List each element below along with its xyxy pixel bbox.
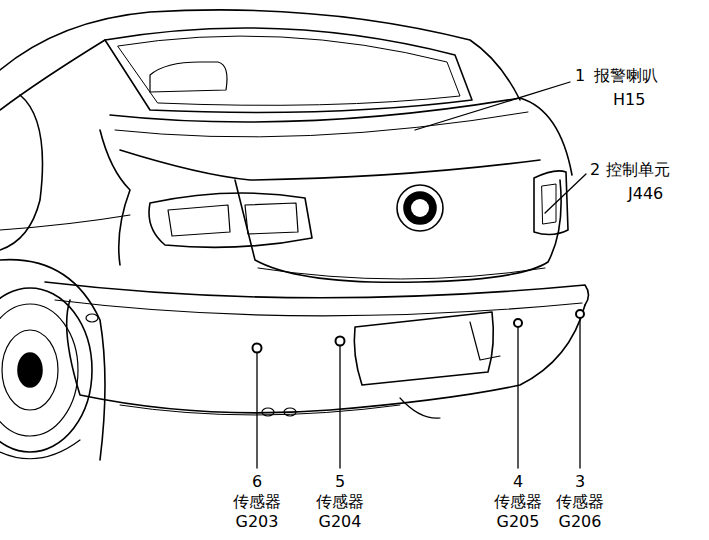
part-name: 传感器 (233, 492, 281, 512)
part-name: 控制单元 (606, 160, 670, 180)
part-name: 传感器 (556, 492, 604, 512)
callout-number: 3 (575, 472, 585, 492)
part-code: J446 (628, 184, 663, 204)
part-name: 传感器 (494, 492, 542, 512)
callout-number: 2 (590, 160, 600, 180)
part-name: 报警喇叭 (594, 66, 658, 86)
part-code: G206 (559, 512, 602, 532)
part-name: 传感器 (316, 492, 364, 512)
part-code: G203 (236, 512, 279, 532)
callout-number: 6 (252, 472, 262, 492)
callout-number: 1 (575, 66, 585, 86)
part-code: G204 (319, 512, 362, 532)
part-code: H15 (613, 90, 645, 110)
callout-number: 4 (513, 472, 523, 492)
callout-number: 5 (335, 472, 345, 492)
part-code: G205 (497, 512, 540, 532)
